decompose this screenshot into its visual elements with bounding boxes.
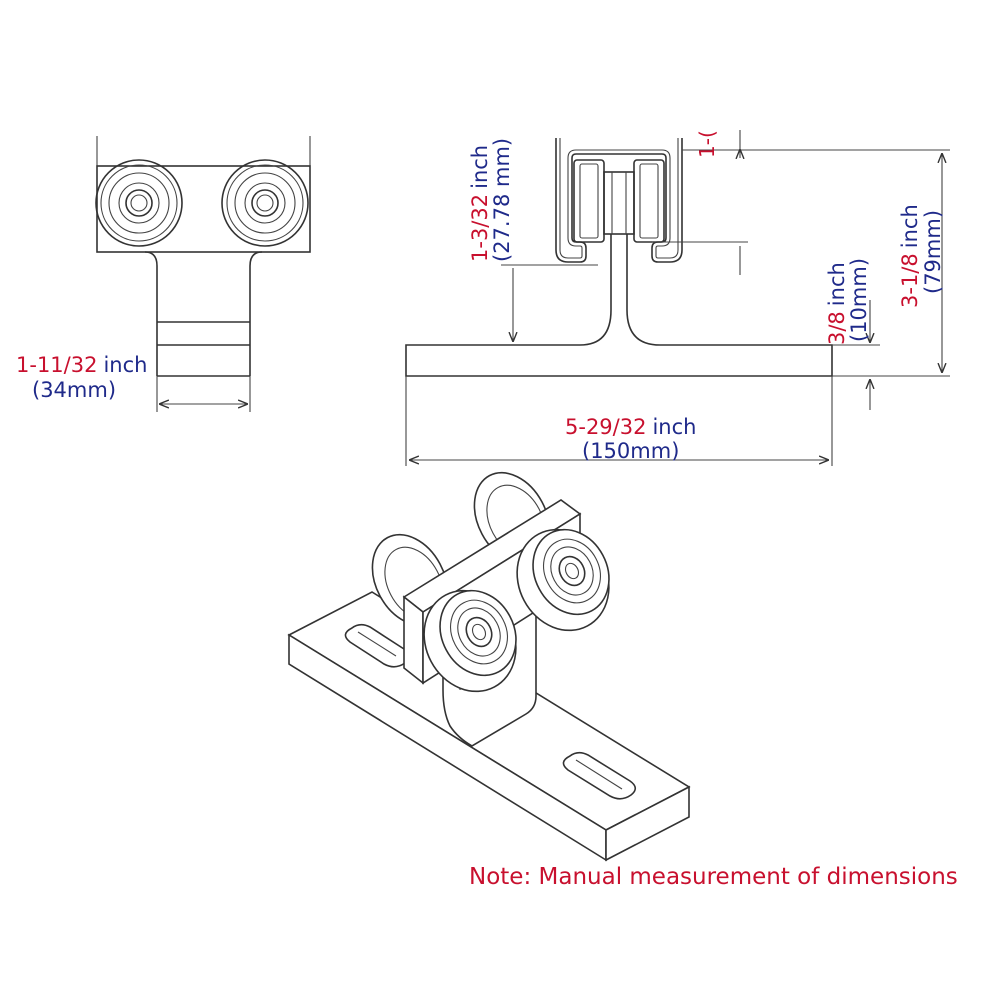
front-right-wheel	[633, 159, 665, 243]
iso-front-wheel-right	[516, 528, 610, 632]
svg-text:5-29/32inch: 5-29/32inch	[565, 415, 696, 439]
left-wheel	[95, 159, 183, 247]
front-view	[405, 130, 950, 466]
base-plate-front	[405, 234, 833, 377]
front-left-wheel	[573, 159, 605, 243]
wheel-height-label: 1-3/32inch (27.78 mm)	[468, 138, 514, 262]
svg-text:1-(: 1-(	[695, 130, 719, 158]
axle-block	[603, 171, 635, 235]
svg-text:1-3/32inch: 1-3/32inch	[468, 145, 492, 262]
carriage-housing	[555, 138, 683, 263]
svg-text:3-1/8inch: 3-1/8inch	[898, 204, 922, 308]
thickness-label: 3/8inch (10mm)	[825, 258, 871, 345]
iso-slot-right	[562, 751, 637, 800]
right-wheel	[221, 159, 309, 247]
svg-text:(10mm): (10mm)	[847, 258, 871, 342]
svg-text:3/8inch: 3/8inch	[825, 262, 849, 345]
svg-text:(79mm): (79mm)	[921, 210, 945, 294]
svg-text:(150mm): (150mm)	[582, 439, 679, 463]
isometric-view	[287, 471, 691, 862]
svg-text:(27.78 mm): (27.78 mm)	[490, 138, 514, 262]
svg-text:(34mm): (34mm)	[32, 378, 116, 402]
iso-front-wheel-left	[423, 589, 517, 693]
total-height-label: 3-1/8inch (79mm)	[898, 204, 945, 308]
clipped-dimension-label: 1-(	[695, 130, 719, 158]
svg-text:1-11/32inch: 1-11/32inch	[16, 353, 147, 377]
measurement-note: Note: Manual measurement of dimensions	[469, 864, 958, 890]
side-stem	[144, 251, 263, 376]
side-view	[95, 136, 311, 412]
